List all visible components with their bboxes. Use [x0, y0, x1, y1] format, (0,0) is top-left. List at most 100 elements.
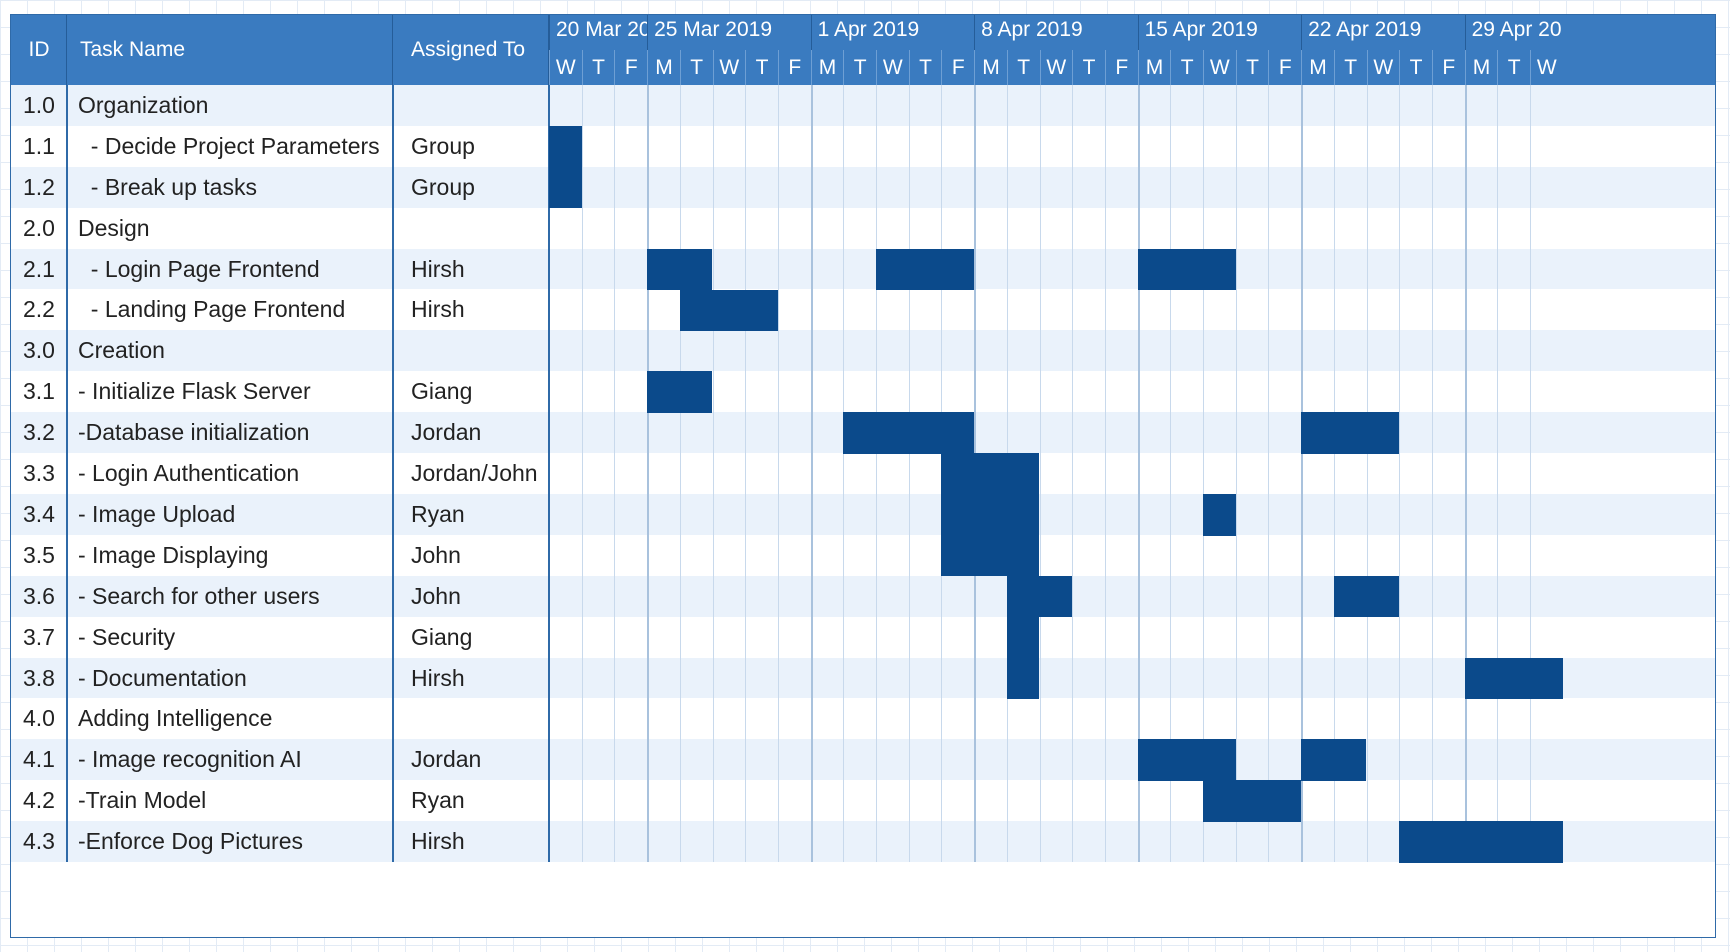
week-label: 20 Mar 20	[549, 15, 647, 50]
task-row	[11, 494, 1715, 535]
task-row	[11, 453, 1715, 494]
day-label: W	[1203, 50, 1236, 85]
day-label: T	[581, 50, 615, 85]
day-label: F	[614, 50, 647, 85]
task-assignee: Hirsh	[411, 296, 465, 323]
task-name: - Break up tasks	[78, 173, 257, 200]
task-bar	[549, 166, 582, 209]
task-row	[11, 616, 1715, 658]
day-label: T	[1072, 50, 1105, 85]
task-row	[11, 698, 1715, 740]
task-row	[11, 207, 1715, 249]
day-gridline	[581, 85, 583, 863]
task-id: 3.7	[23, 623, 55, 650]
week-label: 8 Apr 2019	[974, 15, 1138, 50]
day-gridline	[712, 85, 714, 863]
task-row	[11, 575, 1715, 617]
task-name: - Documentation	[78, 664, 247, 691]
task-id: 3.3	[23, 460, 55, 487]
header-divider	[548, 15, 549, 85]
task-assignee: Ryan	[411, 500, 465, 527]
day-label: F	[1431, 50, 1465, 85]
task-name: -Train Model	[78, 787, 207, 814]
task-assignee: Giang	[411, 623, 473, 650]
day-label: F	[1268, 50, 1301, 85]
task-bar	[647, 371, 713, 413]
header-task-name-label: Task Name	[80, 38, 186, 61]
task-bar	[941, 453, 1040, 495]
week-label: 25 Mar 2019	[647, 15, 811, 50]
task-name: -Enforce Dog Pictures	[78, 828, 303, 855]
task-assignee: Giang	[411, 378, 473, 405]
day-label: F	[941, 50, 974, 85]
task-bar	[843, 412, 975, 454]
task-assignee: Hirsh	[411, 664, 465, 691]
day-gridline	[777, 85, 779, 863]
day-gridline	[1072, 85, 1074, 863]
day-label: T	[745, 50, 778, 85]
task-bar	[941, 494, 1040, 536]
day-gridline	[1333, 85, 1335, 863]
day-gridline	[1170, 85, 1172, 863]
header-task-name: Task Name	[67, 15, 393, 85]
task-name: - Login Page Frontend	[78, 255, 320, 282]
column-divider	[392, 85, 394, 863]
week-divider	[647, 85, 650, 863]
task-id: 4.3	[23, 828, 55, 855]
task-bar	[1006, 575, 1073, 618]
day-label: W	[1366, 50, 1400, 85]
task-assignee: John	[411, 582, 461, 609]
task-bar	[1137, 248, 1236, 291]
task-name: - Login Authentication	[78, 460, 300, 487]
week-label: 1 Apr 2019	[810, 15, 975, 50]
day-label: M	[1301, 50, 1334, 85]
task-id: 3.0	[23, 337, 55, 364]
week-label: 22 Apr 2019	[1301, 15, 1465, 50]
day-label: T	[1235, 50, 1269, 85]
task-assignee: Ryan	[411, 787, 465, 814]
header-id-label: ID	[28, 38, 50, 61]
week-divider	[1137, 85, 1140, 863]
day-label: M	[810, 50, 844, 85]
day-label: M	[974, 50, 1007, 85]
task-bar	[1301, 412, 1400, 454]
task-assignee: Hirsh	[411, 828, 465, 855]
task-assignee: John	[411, 541, 461, 568]
header-divider	[66, 15, 67, 85]
day-label: T	[679, 50, 713, 85]
task-name: - Security	[78, 623, 176, 650]
task-bar	[941, 534, 1040, 577]
task-assignee: Jordan	[411, 419, 482, 446]
day-label: W	[876, 50, 909, 85]
task-assignee: Group	[411, 132, 475, 159]
task-id: 4.0	[23, 705, 55, 732]
task-row	[11, 125, 1715, 167]
task-row	[11, 166, 1715, 208]
day-gridline	[1203, 85, 1204, 863]
task-bar	[679, 289, 778, 331]
task-id: 1.2	[23, 173, 55, 200]
day-gridline	[1366, 85, 1368, 863]
task-id: 3.5	[23, 541, 55, 568]
task-row	[11, 780, 1715, 822]
task-assignee: Jordan	[411, 746, 482, 773]
task-name: - Image recognition AI	[78, 746, 302, 773]
task-bar	[1137, 739, 1236, 781]
task-id: 1.1	[23, 132, 55, 159]
week-divider	[1301, 85, 1304, 863]
task-name: - Decide Project Parameters	[78, 132, 380, 159]
day-label: M	[647, 50, 680, 85]
header-assigned-to-label: Assigned To	[411, 38, 526, 61]
task-bar	[549, 125, 582, 168]
column-divider	[66, 85, 68, 863]
task-id: 4.1	[23, 746, 55, 773]
day-gridline	[679, 85, 681, 863]
task-name: Creation	[78, 337, 165, 364]
task-id: 3.8	[23, 664, 55, 691]
day-label: W	[549, 50, 582, 85]
task-name: Organization	[78, 91, 209, 118]
day-gridline	[876, 85, 877, 863]
task-row	[11, 534, 1715, 576]
task-row	[11, 657, 1715, 699]
